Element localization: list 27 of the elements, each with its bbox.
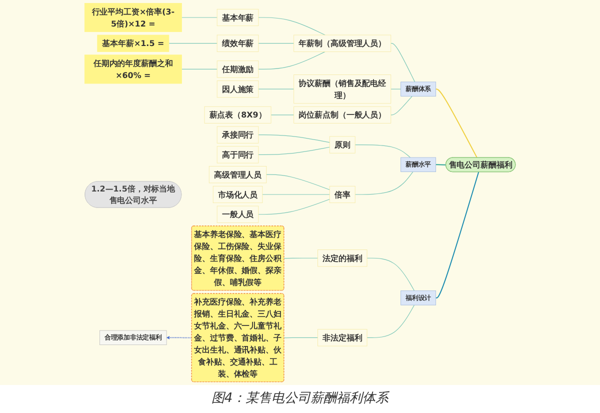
connector: [258, 134, 330, 143]
connector: [284, 337, 318, 338]
connector: [435, 172, 480, 298]
connector: [258, 88, 294, 90]
connector: [354, 172, 414, 195]
connector: [390, 43, 416, 82]
connector: [168, 43, 218, 44]
connector: [181, 68, 218, 70]
connector: [262, 194, 330, 195]
arrow: [166, 336, 192, 340]
connector: [390, 96, 412, 116]
connector: [366, 304, 415, 338]
figure-caption: 图4：某售电公司薪酬福利体系: [211, 390, 389, 408]
connector: [258, 51, 326, 70]
connector: [435, 164, 446, 166]
connector: [258, 43, 294, 44]
connector: [266, 174, 330, 190]
connector: [390, 88, 402, 90]
connector: [258, 198, 330, 215]
connector: [435, 88, 478, 158]
connector: [284, 258, 318, 259]
connector: [354, 144, 411, 158]
connector: [366, 258, 415, 292]
connector: [258, 146, 330, 156]
connector: [258, 17, 326, 36]
connector: [181, 17, 218, 18]
connector: [270, 114, 294, 116]
